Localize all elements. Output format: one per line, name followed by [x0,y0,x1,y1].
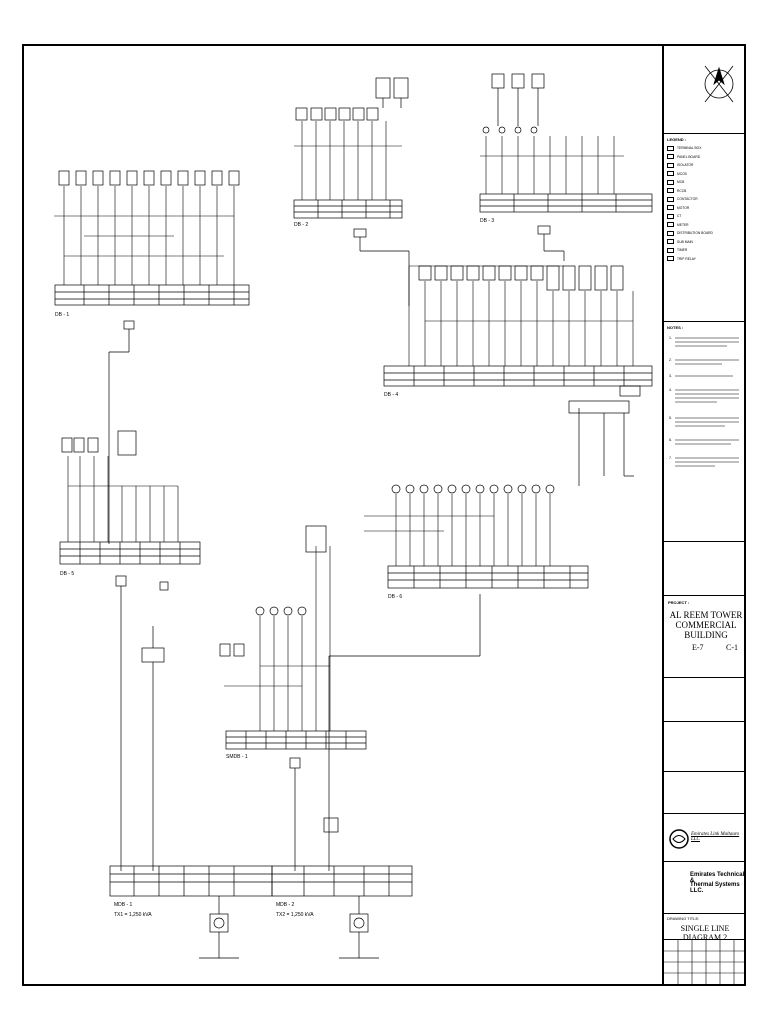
board-label-db-d: DB - 4 [384,392,398,398]
legend-item: TRIP RELAY [667,255,743,264]
svg-text:4.: 4. [669,388,672,392]
legend-item: MCCB [667,170,743,179]
legend-item: DISTRIBUTION BOARD [667,229,743,238]
notes-section: NOTES : 1. 2. 3. 4. 5. 6. 7. [664,322,746,542]
svg-text:3.: 3. [669,374,672,378]
panel-b [293,77,410,306]
stamp-section [664,542,746,596]
legend-item: TERMINAL BOX [667,144,743,153]
north-arrow-section [664,46,746,134]
svg-text:5.: 5. [669,416,672,420]
project-name-line2: COMMERCIAL BUILDING [675,620,737,640]
legend-item: MCB [667,178,743,187]
transformer-rating-2: TX2 = 1,250 kVA [276,912,314,918]
drawing-title-label: DRAWING TITLE: [667,916,700,921]
contractor-section: Emirates Technical & Thermal Systems LLC… [664,862,746,914]
project-label: PROJECT : [668,600,690,605]
legend-item: ISOLATOR [667,161,743,170]
legend-item: SUB MAIN [667,238,743,247]
legend-item: CT [667,212,743,221]
drawing-title-section: DRAWING TITLE: SINGLE LINE DIAGRAM 2 [664,914,746,942]
panel-g [219,525,367,871]
svg-text:6.: 6. [669,438,672,442]
legend-section: LEGEND : TERMINAL BOX PANEL BOARD ISOLAT… [664,134,746,322]
north-arrow-icon [704,65,734,103]
consultant-name: Emirates Link Maltauro LLC [691,832,740,842]
board-label-mdb-2: MDB - 2 [276,902,295,908]
notes-text-lines: 1. 2. 3. 4. 5. 6. 7. [669,336,739,467]
drawing-title: SINGLE LINE DIAGRAM 2 [680,924,730,942]
board-label-db-c: DB - 3 [480,218,494,224]
title-block: LEGEND : TERMINAL BOX PANEL BOARD ISOLAT… [662,46,746,984]
board-label-db-f: DB - 6 [388,594,402,600]
panel-f [328,484,589,871]
drawing-sheet: DB - 1 DB - 2 DB - 3 DB - 4 DB - 5 DB - … [22,44,746,986]
panel-c [479,73,653,261]
legend-title: LEGEND : [667,137,687,142]
legend-list: TERMINAL BOX PANEL BOARD ISOLATOR MCCB M… [667,144,743,263]
zone-number: C-1 [726,643,738,652]
board-label-mdb-1: MDB - 1 [114,902,133,908]
svg-text:2.: 2. [669,358,672,362]
consultant-section: Emirates Link Maltauro LLC [664,814,746,862]
legend-item: CONTACTOR [667,195,743,204]
board-label-db-b: DB - 2 [294,222,308,228]
legend-item: PANEL BOARD [667,153,743,162]
engineer-section [664,772,746,814]
project-section: PROJECT : AL REEM TOWER COMMERCIAL BUILD… [664,596,746,678]
consultant-logo-icon [669,829,689,849]
legend-item: METER [667,221,743,230]
architect-section [664,722,746,772]
plot-number: E-7 [692,643,704,652]
notes-title: NOTES : [667,325,684,330]
transformer-rating-1: TX1 = 1,250 kVA [114,912,152,918]
legend-item: TIMER [667,246,743,255]
contractor-name-line2: Thermal Systems LLC. [690,882,740,894]
client-section [664,678,746,722]
legend-item: MOTOR [667,204,743,213]
board-label-smdb-1: SMDB - 1 [226,754,248,760]
mdb-group [109,865,413,959]
panel-e [59,430,201,871]
svg-text:7.: 7. [669,456,672,460]
revision-grid [664,940,746,984]
svg-text:1.: 1. [669,336,672,340]
legend-item: RCCB [667,187,743,196]
panel-d [383,265,653,486]
contractor-name-line1: Emirates Technical & [690,872,745,884]
board-label-db-a: DB - 1 [55,312,69,318]
single-line-diagram: DB - 1 DB - 2 DB - 3 DB - 4 DB - 5 DB - … [54,73,653,959]
small-panel [141,626,165,871]
project-name-line1: AL REEM TOWER [669,610,743,620]
panel-a [54,170,250,544]
board-label-db-e: DB - 5 [60,571,74,577]
